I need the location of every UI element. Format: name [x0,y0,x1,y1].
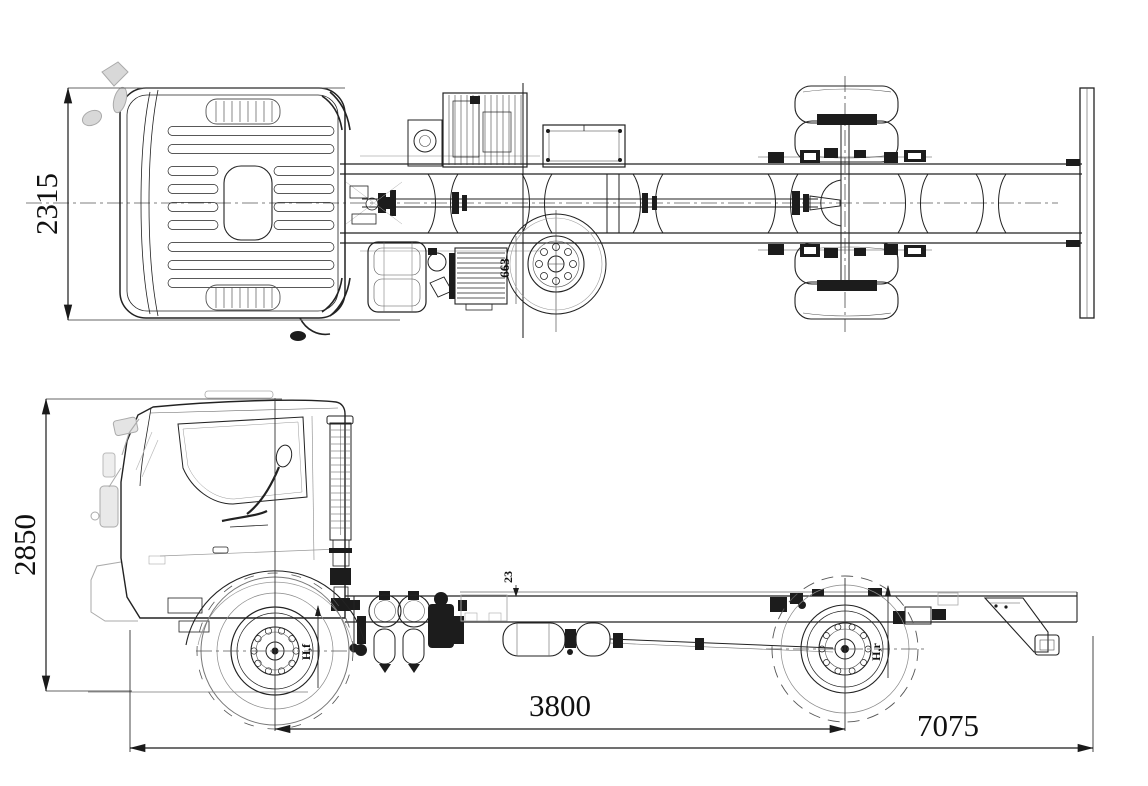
rear-twin-tires-bottom [794,242,899,320]
frame-step-label: 23 [501,571,515,583]
dim-overall-length: 7075 [129,708,1094,753]
engine-compartment-boxes [407,92,626,168]
overall-width-label: 2315 [29,173,64,235]
frame-rails-side [345,591,1078,623]
roof-ribs [167,126,335,288]
air-cleaner-box [542,124,626,168]
mirrors-side [90,416,140,528]
overall-length-label: 7075 [917,708,979,743]
front-bumper [90,561,138,622]
cab-plan [81,61,351,341]
rear-spring-hangers [770,588,959,625]
fuel-tank-side [502,622,611,657]
wheelbase-label: 3800 [529,688,591,723]
spare-wheel-plan: 663 [497,210,607,332]
air-intake-stack [326,415,354,611]
dim-wheelbase: 3800 [274,688,846,734]
air-tanks [355,591,431,673]
front-hub-label: H,f [299,643,313,660]
frame-crossmembers [427,173,1007,234]
tank-bracket-plan [427,248,453,298]
driver-seat [221,444,293,528]
door-handle [212,546,229,554]
front-hub-mark: H,f [299,605,321,688]
transmission-side [428,592,467,648]
roof-deflector [204,390,274,399]
mirror-arm-plan-icon [290,331,306,341]
fuel-tank-plan [367,241,427,313]
dim-overall-height: 2850 [7,398,282,692]
dim-frame-step: 23 [501,571,519,597]
top-view: 663 [26,61,1095,341]
engine-hatch [448,95,522,165]
tow-bracket [983,597,1060,656]
rear-suspension-brackets [768,148,926,258]
cab-rear-pipes [299,91,351,336]
front-tire-plan-top [205,98,281,125]
front-wheel-arch [185,570,365,646]
rear-hub-label: H,r [869,643,883,661]
steering-gear-plan [345,181,403,225]
roof-hatch [223,165,273,241]
overall-height-label: 2850 [7,514,42,576]
frame-rails-plan [340,155,1082,252]
door-window [177,416,308,505]
battery-step-box [460,594,508,622]
rear-twin-tires-top [794,85,899,163]
wheel-offset-label: 663 [497,258,512,278]
cab-side [120,390,346,633]
muffler-plan [449,247,508,311]
dim-overall-width: 2315 [29,87,400,321]
front-tire-plan-bottom [205,284,281,311]
cab-step-upper [167,597,203,614]
rear-hub-mark: H,r [869,585,891,678]
side-view: 23 [7,390,1094,753]
rear-crossmember-plate [1066,87,1095,319]
mirror-plan [81,61,129,127]
driveshaft-side [609,633,834,653]
